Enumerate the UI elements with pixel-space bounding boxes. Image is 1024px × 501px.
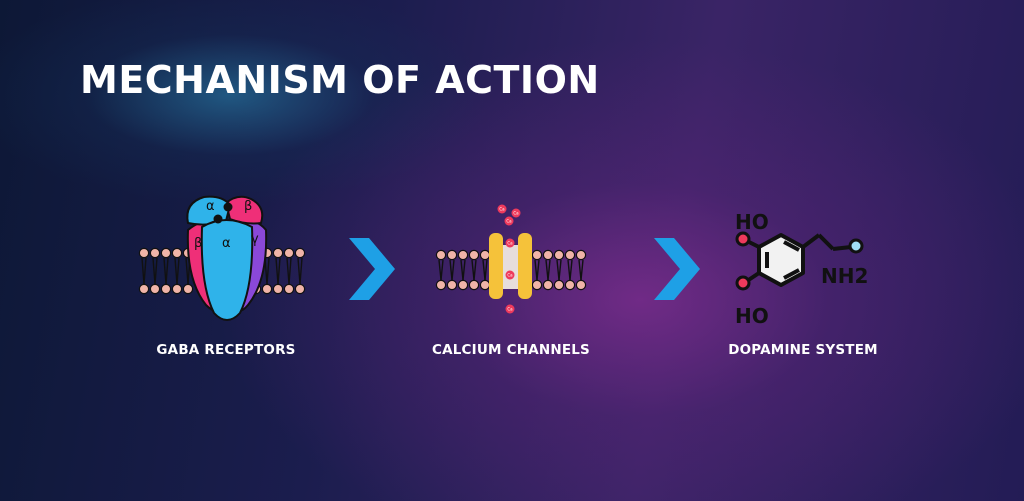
lipid-head <box>542 279 554 291</box>
subunit-label: β <box>194 236 202 251</box>
lipid-head <box>171 283 183 295</box>
lipid-head <box>468 279 480 291</box>
bond <box>832 245 852 251</box>
lipid-head <box>160 247 172 259</box>
lipid-head <box>479 279 491 291</box>
hydroxyl-label: HO <box>735 210 769 234</box>
bond <box>801 233 821 249</box>
lipid-head <box>149 283 161 295</box>
calcium-ion <box>505 270 515 280</box>
gaba-receptor-icon: α β β α γ <box>138 195 306 321</box>
lipid-head <box>468 249 480 261</box>
ion-label: Ca <box>507 273 513 278</box>
subunit-label: β <box>244 199 252 214</box>
oxygen-atom <box>735 231 751 247</box>
ion-label: Ca <box>507 307 513 312</box>
lipid-head <box>479 249 491 261</box>
bond <box>817 233 835 251</box>
lipid-head <box>160 283 172 295</box>
ion-label: Ca <box>513 211 519 216</box>
dopamine-molecule-icon: HO NH2 HO <box>735 210 868 328</box>
calcium-ion <box>497 204 507 214</box>
chevron-right-icon <box>654 238 700 300</box>
lipid-head <box>283 247 295 259</box>
subunit-alpha-center <box>200 219 254 321</box>
lipid-head <box>272 247 284 259</box>
lipid-head <box>435 249 447 261</box>
chevron-right-icon <box>349 238 395 300</box>
step-label: DOPAMINE SYSTEM <box>728 342 878 358</box>
receptor-subunits <box>186 195 268 321</box>
binding-site-dot <box>213 214 223 224</box>
ion-label: Ca <box>507 241 513 246</box>
subunit-label: α <box>222 236 231 251</box>
subunit-label: γ <box>251 232 259 247</box>
lipid-head <box>553 279 565 291</box>
lipid-head <box>261 283 273 295</box>
lipid-head <box>531 249 543 261</box>
lipid-head <box>138 283 150 295</box>
lipid-head <box>294 247 306 259</box>
amine-label: NH2 <box>821 264 868 288</box>
oxygen-atom <box>735 275 751 291</box>
lipid-head <box>294 283 306 295</box>
lipid-head <box>446 249 458 261</box>
lipid-head <box>435 279 447 291</box>
lipid-head <box>457 279 469 291</box>
lipid-head <box>182 283 194 295</box>
lipid-head <box>531 279 543 291</box>
subunit-label: α <box>206 199 215 214</box>
lipid-head <box>149 247 161 259</box>
lipid-head <box>138 247 150 259</box>
lipid-head <box>283 283 295 295</box>
membrane-bilayer <box>435 249 587 291</box>
step-gaba-receptors: α β β α γ GABA RECEPTORS <box>106 185 346 370</box>
step-label: GABA RECEPTORS <box>156 342 296 358</box>
lipid-head <box>564 249 576 261</box>
lipid-head <box>446 279 458 291</box>
lipid-head <box>553 249 565 261</box>
nitrogen-atom <box>848 238 864 254</box>
step-label: CALCIUM CHANNELS <box>432 342 590 358</box>
lipid-head <box>272 283 284 295</box>
calcium-ion <box>505 304 515 314</box>
lipid-head <box>575 249 587 261</box>
binding-site-dot <box>223 202 233 212</box>
lipid-head <box>575 279 587 291</box>
lipid-head <box>457 249 469 261</box>
ion-label: Ca <box>499 207 505 212</box>
calcium-ion <box>505 238 515 248</box>
ion-label: Ca <box>506 219 512 224</box>
lipid-head <box>171 247 183 259</box>
lipid-head <box>542 249 554 261</box>
lipid-head <box>564 279 576 291</box>
step-dopamine-system: HO NH2 HO DOPAMINE SYSTEM <box>683 185 923 370</box>
calcium-ion <box>511 208 521 218</box>
hydroxyl-label: HO <box>735 304 769 328</box>
calcium-ion <box>504 216 514 226</box>
page-title: MECHANISM OF ACTION <box>80 58 600 102</box>
